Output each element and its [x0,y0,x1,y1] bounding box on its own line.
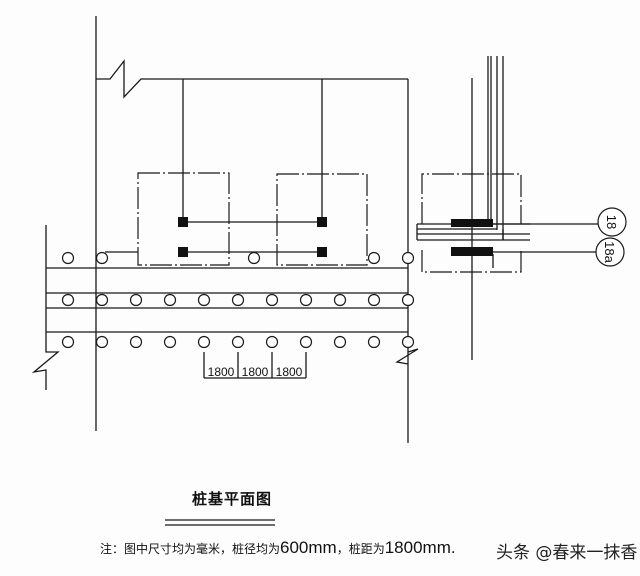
note-text: . [450,538,456,557]
pile-circle [333,335,347,349]
pile-circle [197,293,211,307]
pile-circle [401,335,415,349]
pile-circle [367,335,381,349]
piles [61,251,415,349]
pile-circle [265,293,279,307]
pile-circle [163,293,177,307]
section-tag-18: 18 [597,207,627,237]
svg-text:18: 18 [604,215,619,229]
drawing-title: 桩基平面图 [192,490,273,508]
pile-circle [61,293,75,307]
note-text: ，桩距为 [336,542,385,556]
pile-circle [61,251,75,265]
column-square [317,217,327,227]
pile-circle [231,293,245,307]
pile-circle [197,335,211,349]
column-square [317,247,327,257]
pile-circle [61,335,75,349]
top-beam-line [96,59,408,99]
pile-circle [163,335,177,349]
pile-cap-2 [276,173,368,266]
pile-circle [247,251,261,265]
pile-circle [299,293,313,307]
break-line-left [31,225,60,390]
pile-circle [129,293,143,307]
pile-circle [299,335,313,349]
pile-spacing: 1800mm [384,538,451,557]
pile-circle [95,251,109,265]
pile-circle [333,293,347,307]
column-square [178,217,188,227]
drawing-note: 注：图中尺寸均为毫米，桩径均为600mm，桩距为1800mm. [100,538,456,558]
pile-circle [367,293,381,307]
pile-diameter: 600mm [280,538,337,557]
watermark: 头条 @春来一抹香 [496,543,638,563]
pile-circle [401,293,415,307]
dimension-line [203,352,307,379]
pile-circle [265,335,279,349]
pile-circle [367,251,381,265]
pile-circle [95,335,109,349]
pile-cap-1 [137,172,230,266]
dimension-label: 1800 [242,365,269,379]
break-line-right [395,348,419,365]
section-tag-18a: 18a [595,237,625,267]
dimension-label: 1800 [276,365,303,379]
note-text: 注：图中尺寸均为毫米，桩径均为 [100,542,281,556]
svg-text:18a: 18a [602,241,617,263]
dimension-label: 1800 [208,365,235,379]
pile-circle [231,335,245,349]
pile-circle [401,251,415,265]
pile-circle [95,293,109,307]
section-detail [416,56,598,360]
column-square [178,247,188,257]
pile-circle [129,335,143,349]
